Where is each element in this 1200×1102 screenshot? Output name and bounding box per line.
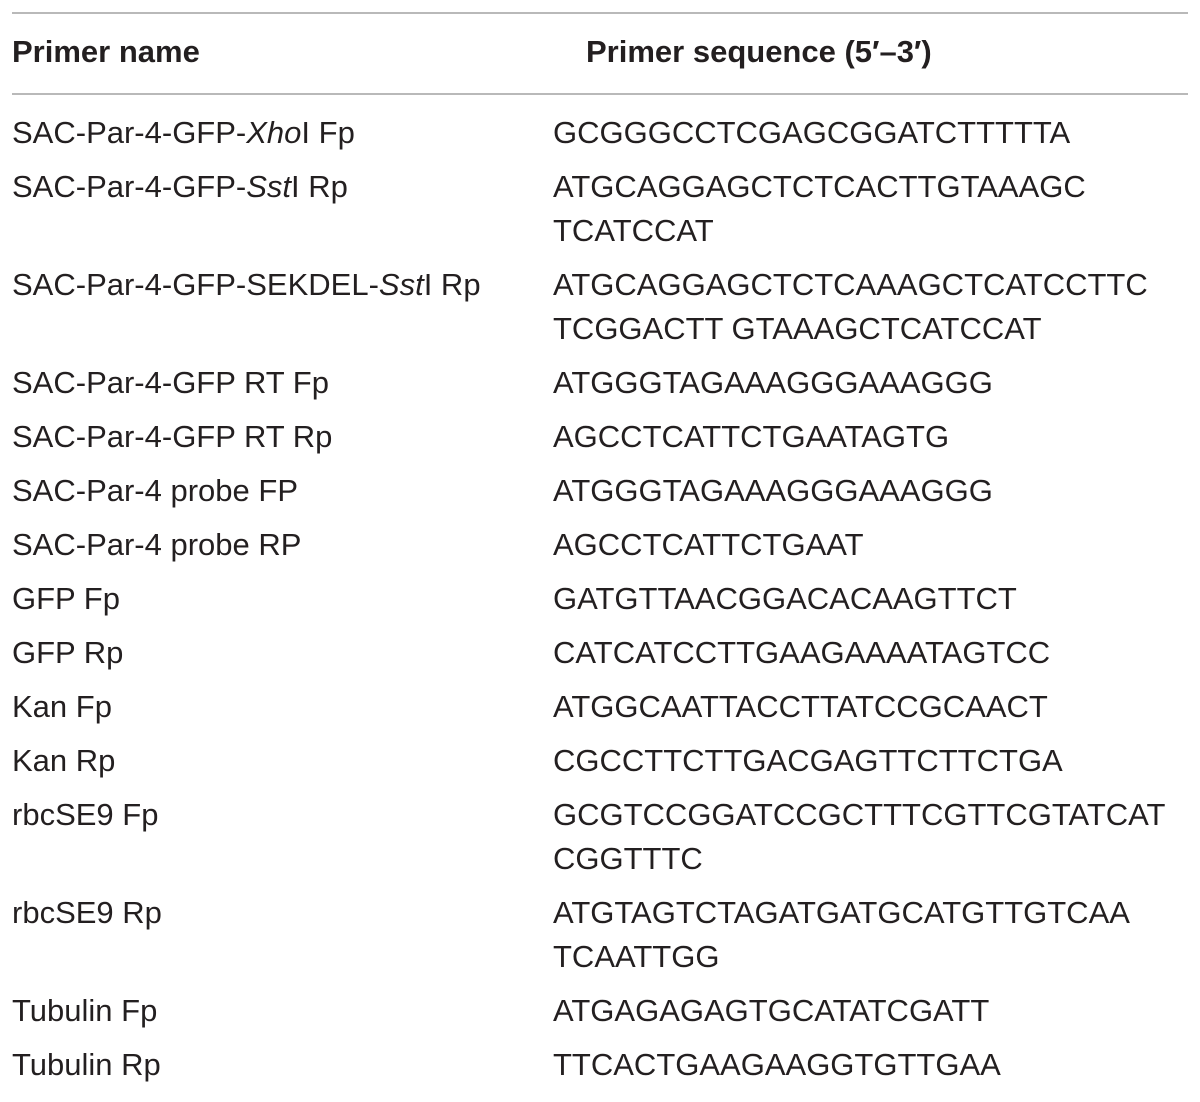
primer-sequence-line: ATGGGTAGAAAGGGAAAGGG [553, 473, 993, 508]
primer-name-text: SAC-Par-4 probe RP [12, 527, 302, 562]
primer-sequence-line: CGGTTTC [553, 841, 703, 876]
primer-sequence-line: ATGCAGGAGCTCTCACTTGTAAAGC [553, 169, 1086, 204]
primer-name-text: SAC-Par-4 probe FP [12, 473, 298, 508]
primer-name-text: Kan Rp [12, 743, 116, 778]
primer-name: GFP Rp [12, 631, 123, 675]
primer-sequence: GCGGGCCTCGAGCGGATCTTTTTA [553, 111, 1173, 155]
primer-name-text: rbcSE9 Rp [12, 895, 162, 930]
primer-name-text: Kan Fp [12, 689, 112, 724]
table-row: GFP Rp CATCATCCTTGAAGAAAATAGTCC [0, 631, 1200, 675]
primer-sequence-line: ATGAGAGAGTGCATATCGATT [553, 993, 990, 1028]
primer-name: Tubulin Fp [12, 989, 157, 1033]
primer-sequence: CGCCTTCTTGACGAGTTCTTCTGA [553, 739, 1173, 783]
primer-sequence-line: CATCATCCTTGAAGAAAATAGTCC [553, 635, 1051, 670]
header-primer-name: Primer name [12, 34, 200, 69]
table-row: SAC-Par-4-GFP-SEKDEL-SstI Rp ATGCAGGAGCTC… [0, 263, 1200, 351]
primer-sequence: ATGGGTAGAAAGGGAAAGGG [553, 469, 1173, 513]
primer-name-text: SAC-Par-4-GFP- [12, 169, 247, 204]
primer-name-text: SAC-Par-4-GFP- [12, 115, 247, 150]
primer-name: SAC-Par-4-GFP-SstI Rp [12, 165, 348, 209]
primer-name-enzyme: Xho [246, 115, 302, 150]
primer-name: rbcSE9 Fp [12, 793, 158, 837]
primer-name: Tubulin Rp [12, 1043, 161, 1087]
primer-sequence: AGCCTCATTCTGAATAGTG [553, 415, 1173, 459]
primer-sequence: ATGGGTAGAAAGGGAAAGGG [553, 361, 1173, 405]
primer-name-text: SAC-Par-4-GFP RT Fp [12, 365, 329, 400]
primer-sequence-line: GATGTTAACGGACACAAGTTCT [553, 581, 1017, 616]
primer-name-text: SAC-Par-4-GFP RT Rp [12, 419, 333, 454]
primer-sequence: ATGAGAGAGTGCATATCGATT [553, 989, 1173, 1033]
primer-sequence: AGCCTCATTCTGAAT [553, 523, 1173, 567]
primer-sequence-line: GCGTCCGGATCCGCTTTCGTTCGTATCAT [553, 797, 1166, 832]
table-row: Kan Fp ATGGCAATTACCTTATCCGCAACT [0, 685, 1200, 729]
primer-sequence-line: ATGCAGGAGCTCTCAAAGCTCATCCTTC [553, 267, 1148, 302]
primer-sequence: GATGTTAACGGACACAAGTTCT [553, 577, 1173, 621]
primer-sequence: ATGCAGGAGCTCTCACTTGTAAAGC TCATCCAT [553, 165, 1173, 253]
table-row: SAC-Par-4 probe RP AGCCTCATTCTGAAT [0, 523, 1200, 567]
primer-sequence-line: ATGGGTAGAAAGGGAAAGGG [553, 365, 993, 400]
table-row: SAC-Par-4-GFP-XhoI Fp GCGGGCCTCGAGCGGATCT… [0, 111, 1200, 155]
table-row: Kan Rp CGCCTTCTTGACGAGTTCTTCTGA [0, 739, 1200, 783]
primer-name: SAC-Par-4-GFP RT Fp [12, 361, 329, 405]
primer-name-text: GFP Fp [12, 581, 120, 616]
primer-name-text: GFP Rp [12, 635, 124, 670]
primer-sequence: GCGTCCGGATCCGCTTTCGTTCGTATCAT CGGTTTC [553, 793, 1173, 881]
primer-sequence-line: AGCCTCATTCTGAAT [553, 527, 864, 562]
table-row: SAC-Par-4-GFP-SstI Rp ATGCAGGAGCTCTCACTTG… [0, 165, 1200, 253]
primer-name-text: Tubulin Fp [12, 993, 158, 1028]
primer-name-text: SAC-Par-4-GFP-SEKDEL- [12, 267, 379, 302]
primer-name: SAC-Par-4-GFP RT Rp [12, 415, 332, 459]
primer-name: SAC-Par-4-GFP-XhoI Fp [12, 111, 355, 155]
primer-name-suffix: I Rp [291, 169, 348, 204]
primer-sequence: CATCATCCTTGAAGAAAATAGTCC [553, 631, 1173, 675]
primer-sequence: ATGGCAATTACCTTATCCGCAACT [553, 685, 1173, 729]
primer-name: GFP Fp [12, 577, 120, 621]
primer-name-text: rbcSE9 Fp [12, 797, 159, 832]
primer-name: SAC-Par-4 probe FP [12, 469, 298, 513]
primer-sequence-line: TCATCCAT [553, 213, 714, 248]
primer-name-enzyme: Sst [378, 267, 424, 302]
table-row: Tubulin Fp ATGAGAGAGTGCATATCGATT [0, 989, 1200, 1033]
table-row: rbcSE9 Rp ATGTAGTCTAGATGATGCATGTTGTCAA TCA… [0, 891, 1200, 979]
table-top-rule [12, 12, 1188, 14]
primer-sequence-line: ATGTAGTCTAGATGATGCATGTTGTCAA [553, 895, 1130, 930]
table-row: rbcSE9 Fp GCGTCCGGATCCGCTTTCGTTCGTATCAT CG… [0, 793, 1200, 881]
table-row: SAC-Par-4-GFP RT Rp AGCCTCATTCTGAATAGTG [0, 415, 1200, 459]
primer-name: SAC-Par-4 probe RP [12, 523, 301, 567]
primer-sequence-line: AGCCTCATTCTGAATAGTG [553, 419, 950, 454]
primer-name-enzyme: Sst [246, 169, 292, 204]
table-row: GFP Fp GATGTTAACGGACACAAGTTCT [0, 577, 1200, 621]
primer-name-suffix: I Rp [423, 267, 481, 302]
primer-name-text: Tubulin Rp [12, 1047, 161, 1082]
primer-sequence: ATGCAGGAGCTCTCAAAGCTCATCCTTC TCGGACTT GTA… [553, 263, 1173, 351]
primer-sequence: ATGTAGTCTAGATGATGCATGTTGTCAA TCAATTGG [553, 891, 1173, 979]
primer-sequence-line: GCGGGCCTCGAGCGGATCTTTTTA [553, 115, 1071, 150]
primer-name: Kan Rp [12, 739, 115, 783]
table-header: Primer name Primer sequence (5′–3′) [0, 30, 1200, 76]
primer-sequence-line: TTCACTGAAGAAGGTGTTGAA [553, 1047, 1001, 1082]
primer-sequence-line: CGCCTTCTTGACGAGTTCTTCTGA [553, 743, 1063, 778]
primer-name: Kan Fp [12, 685, 112, 729]
table-row: Tubulin Rp TTCACTGAAGAAGGTGTTGAA [0, 1043, 1200, 1087]
primer-sequence-line: ATGGCAATTACCTTATCCGCAACT [553, 689, 1048, 724]
table-header-rule [12, 93, 1188, 95]
primer-sequence-line: TCGGACTT GTAAAGCTCATCCAT [553, 311, 1042, 346]
table-row: SAC-Par-4-GFP RT Fp ATGGGTAGAAAGGGAAAGGG [0, 361, 1200, 405]
header-primer-sequence: Primer sequence (5′–3′) [586, 34, 932, 69]
primer-sequence-line: TCAATTGG [553, 939, 720, 974]
primer-name: rbcSE9 Rp [12, 891, 162, 935]
table-row: SAC-Par-4 probe FP ATGGGTAGAAAGGGAAAGGG [0, 469, 1200, 513]
primer-name-suffix: I Fp [301, 115, 355, 150]
primer-name: SAC-Par-4-GFP-SEKDEL-SstI Rp [12, 263, 481, 307]
primer-sequence: TTCACTGAAGAAGGTGTTGAA [553, 1043, 1173, 1087]
